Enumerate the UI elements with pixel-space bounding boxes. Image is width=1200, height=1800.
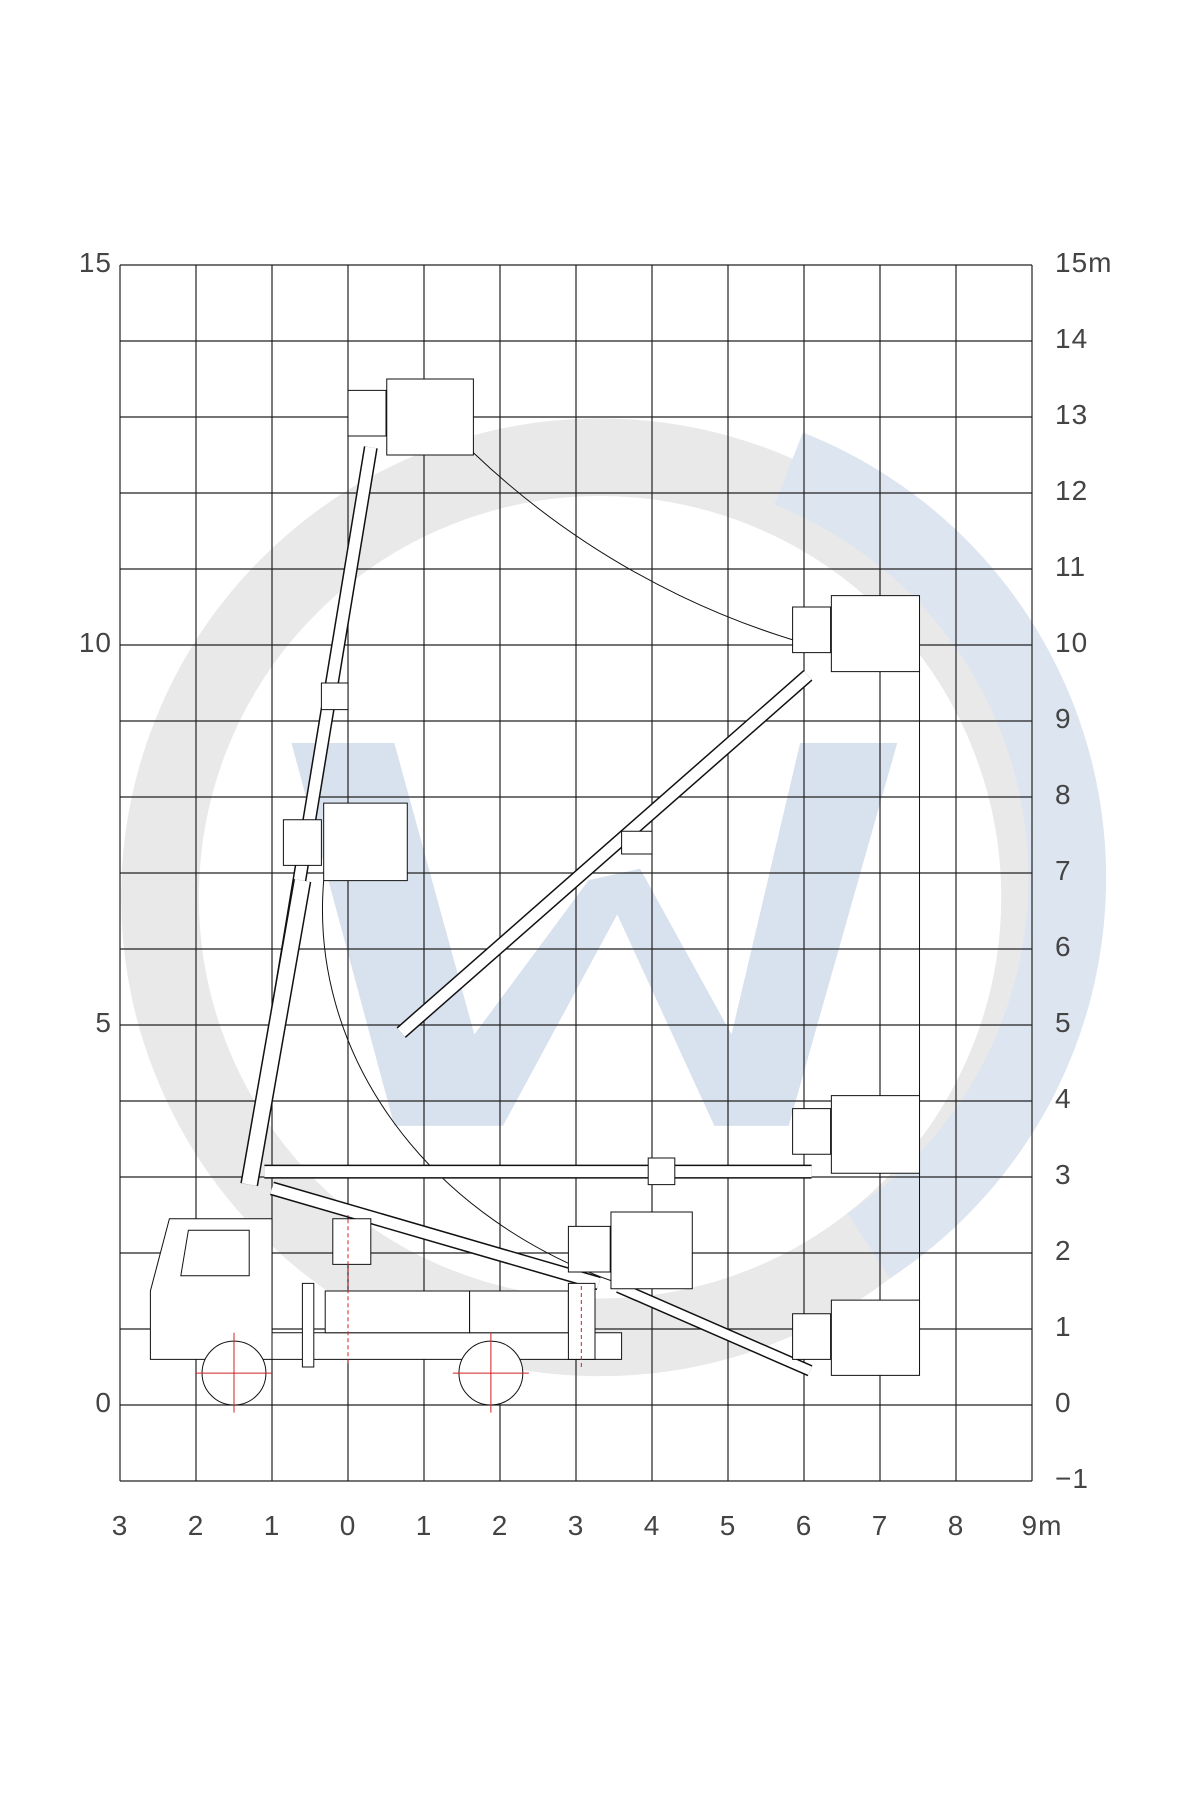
- axle-marks: [196, 1215, 581, 1413]
- boom-diagonal: [401, 675, 808, 1032]
- watermark-w-letter: [291, 742, 898, 1126]
- axis-label: 7: [1055, 855, 1072, 886]
- axis-label: 2: [491, 1510, 509, 1541]
- axis-label: 12: [1055, 475, 1089, 506]
- axis-label: 13: [1055, 399, 1089, 430]
- boom-below-ground: [619, 1287, 811, 1371]
- boom-short-vertical: [249, 881, 302, 1185]
- axis-label: 3: [1055, 1159, 1072, 1190]
- axis-label: 2: [1055, 1235, 1072, 1266]
- turret: [333, 1219, 371, 1265]
- axis-label: 3: [567, 1510, 585, 1541]
- axis-label: 9m: [1021, 1510, 1063, 1541]
- axis-label: 1: [263, 1510, 281, 1541]
- axis-label: 4: [1055, 1083, 1072, 1114]
- axis-label: 15m: [1055, 247, 1113, 278]
- basket-top: [348, 379, 473, 455]
- axis-label: 3: [111, 1510, 129, 1541]
- watermark-ring-blue: [774, 432, 1107, 1279]
- axis-label: 6: [1055, 931, 1072, 962]
- axis-label: −1: [1055, 1463, 1089, 1494]
- truck-toolbox: [325, 1291, 469, 1333]
- axis-label: 10: [1055, 627, 1089, 658]
- axis-label: 0: [95, 1387, 112, 1418]
- axis-label: 4: [643, 1510, 661, 1541]
- axis-label: 1: [415, 1510, 433, 1541]
- axis-label: 10: [78, 627, 112, 658]
- axis-label: 0: [339, 1510, 357, 1541]
- axis-label: 5: [95, 1007, 112, 1038]
- axis-label: 8: [947, 1510, 965, 1541]
- axis-label: 15: [78, 247, 112, 278]
- basket-below-ground: [793, 1300, 920, 1375]
- axis-label: 6: [795, 1510, 813, 1541]
- basket-upper-right: [793, 596, 920, 672]
- axis-label: 9: [1055, 703, 1072, 734]
- axis-label: 5: [1055, 1007, 1072, 1038]
- axis-label: 5: [719, 1510, 737, 1541]
- basket-mid-left: [283, 803, 407, 881]
- axis-label: 1: [1055, 1311, 1072, 1342]
- axis-label: 11: [1055, 551, 1087, 582]
- basket-right-horizontal: [793, 1096, 920, 1174]
- aerial-platform-drawing: [150, 379, 919, 1413]
- axis-label: 14: [1055, 323, 1089, 354]
- axis-label: 8: [1055, 779, 1072, 810]
- boom-stowed: [272, 1188, 599, 1283]
- front-outrigger: [302, 1283, 313, 1367]
- truck-railing: [470, 1291, 569, 1333]
- axis-label: 7: [871, 1510, 889, 1541]
- basket-stowed: [568, 1212, 692, 1289]
- truck-cab-window: [181, 1230, 249, 1276]
- axis-label: 2: [187, 1510, 205, 1541]
- axis-label: 0: [1055, 1387, 1072, 1418]
- reach-envelope-inner: [322, 881, 618, 1284]
- boom-horizontal: [264, 1158, 811, 1185]
